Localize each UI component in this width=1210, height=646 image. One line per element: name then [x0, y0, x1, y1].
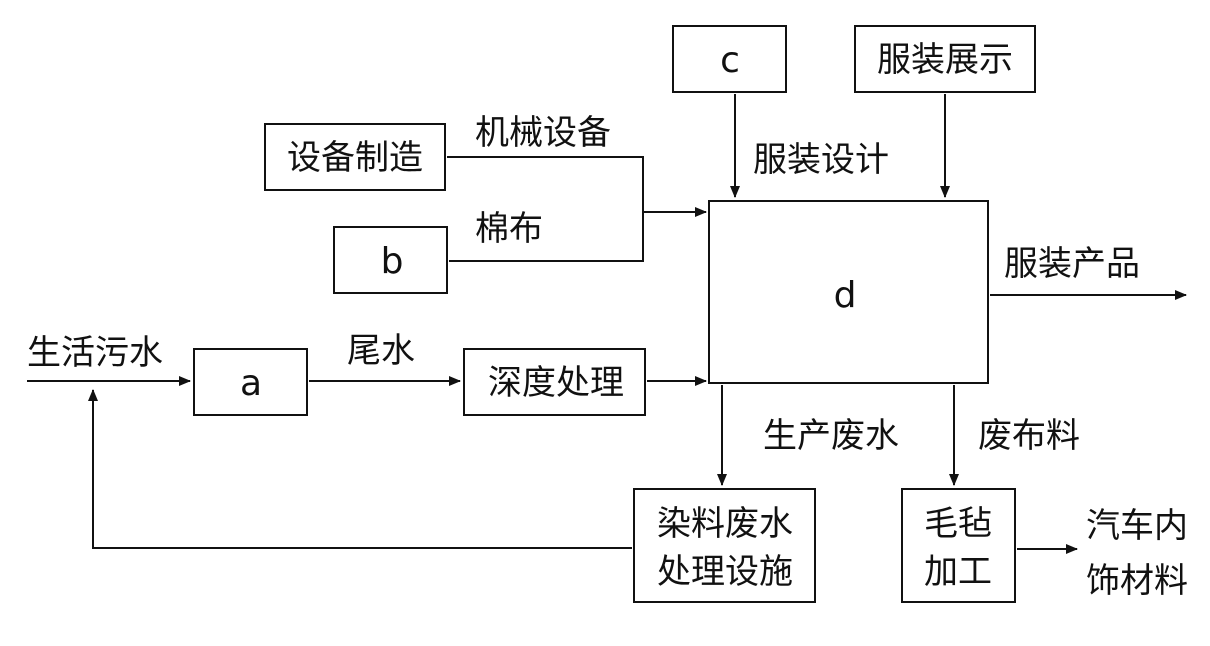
node-deep-treatment: 深度处理: [488, 363, 624, 403]
box-equipment-manufacturing: [264, 123, 446, 191]
box-garment-display: [854, 25, 1036, 93]
line-machinery: [447, 156, 644, 212]
node-d: d: [834, 275, 857, 316]
box-dye-wastewater-facility: [633, 488, 816, 603]
node-dye-wastewater-line1: 染料废水: [657, 504, 793, 544]
label-car-interior-line1: 汽车内: [1086, 506, 1188, 546]
node-dye-wastewater-line2: 处理设施: [657, 552, 793, 592]
label-waste-cloth: 废布料: [978, 416, 1080, 456]
label-tail-water: 尾水: [347, 331, 415, 371]
node-c: c: [720, 40, 740, 81]
box-felt-processing: [901, 488, 1016, 603]
label-machinery: 机械设备: [475, 113, 611, 153]
node-garment-display: 服装展示: [877, 40, 1013, 80]
box-b: [333, 226, 448, 294]
node-a: a: [240, 363, 262, 404]
node-equipment-manufacturing: 设备制造: [287, 138, 423, 178]
label-domestic-sewage: 生活污水: [27, 333, 163, 373]
box-a: [193, 348, 308, 416]
line-cotton: [449, 212, 644, 262]
label-car-interior-line2: 饰材料: [1086, 561, 1188, 601]
label-garment-products: 服装产品: [1004, 244, 1140, 284]
node-felt-line2: 加工: [924, 552, 992, 592]
arrow-recycle-to-a: [88, 389, 632, 549]
box-d: [708, 200, 989, 384]
node-felt-line1: 毛毡: [924, 504, 992, 544]
label-garment-design: 服装设计: [753, 140, 889, 180]
box-c: [672, 25, 787, 93]
label-production-wastewater: 生产废水: [763, 416, 899, 456]
label-cotton-cloth: 棉布: [475, 209, 543, 249]
node-b: b: [381, 241, 404, 282]
box-deep-treatment: [463, 348, 646, 416]
